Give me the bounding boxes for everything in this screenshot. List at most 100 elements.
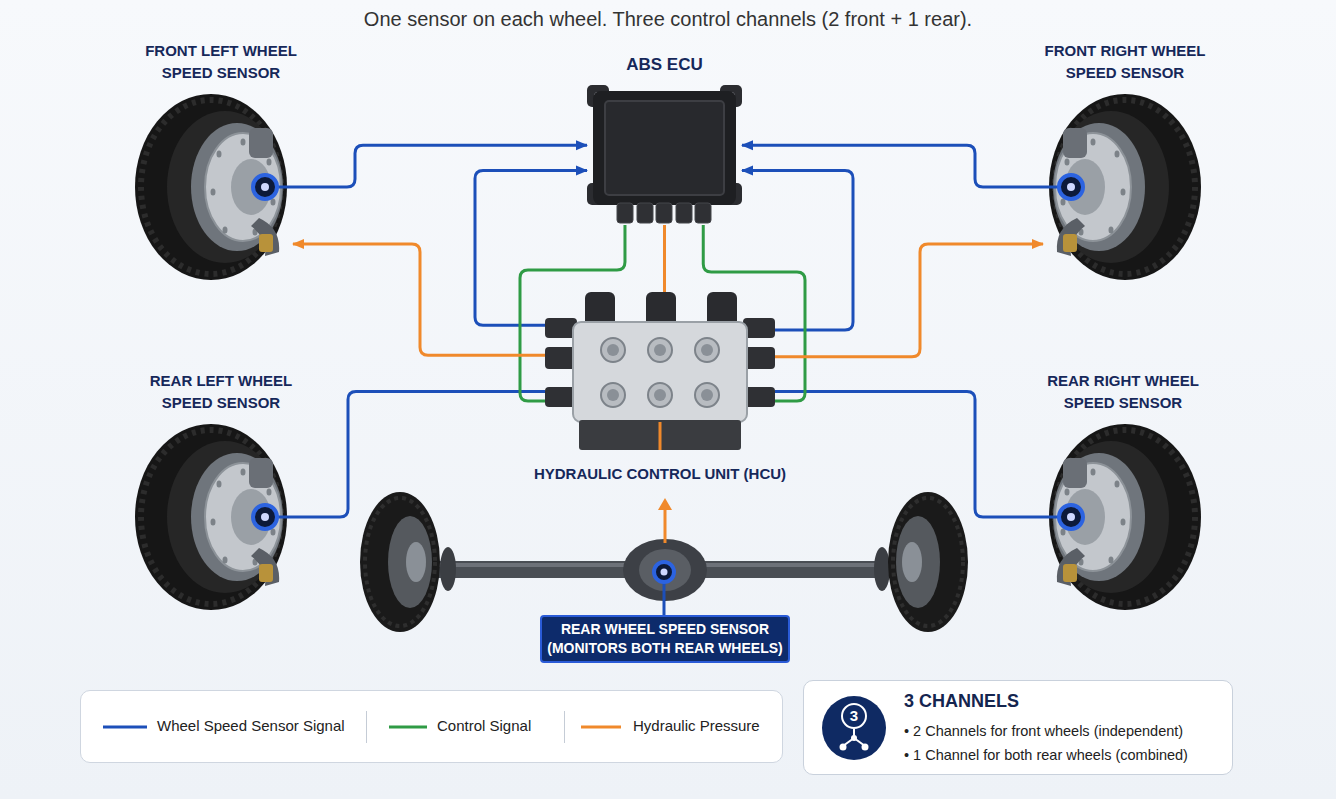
wheel-illustration xyxy=(133,422,293,612)
sensor-symbol xyxy=(654,562,674,582)
rotor-hole xyxy=(241,469,246,476)
hydraulic-line xyxy=(293,244,545,355)
sensor-symbol xyxy=(1059,505,1083,529)
rotor-hole xyxy=(1109,227,1114,234)
pressure-line xyxy=(659,422,662,450)
arrowhead xyxy=(658,498,672,510)
sensor-core xyxy=(661,569,668,576)
connector xyxy=(676,203,692,223)
icon-dot xyxy=(851,735,857,741)
caliper xyxy=(249,128,273,158)
tire xyxy=(135,94,287,280)
sensor-core xyxy=(1067,183,1075,191)
caliper xyxy=(1057,218,1085,256)
connector xyxy=(637,203,653,223)
rotor-hole xyxy=(211,519,216,526)
valve-core xyxy=(607,344,619,356)
rotor-hole xyxy=(1065,159,1070,166)
sidewall xyxy=(167,441,283,593)
bullet-text: • 2 Channels for front wheels (independe… xyxy=(904,723,1183,739)
icon-dot xyxy=(840,744,847,751)
sidewall xyxy=(1053,441,1169,593)
rotor-hole xyxy=(1061,199,1066,206)
hydraulic-line xyxy=(663,225,666,292)
info-heading: 3 CHANNELS xyxy=(904,691,1019,712)
legend-line xyxy=(389,726,427,729)
sensor-symbol xyxy=(1059,175,1083,199)
legend-text: Wheel Speed Sensor Signal xyxy=(157,717,345,734)
rotor-hole xyxy=(271,199,276,206)
rotor-hole xyxy=(267,489,272,496)
sidewall xyxy=(1053,111,1169,263)
connector xyxy=(695,203,711,223)
badge-disc xyxy=(822,696,886,760)
callout-box: REAR WHEEL SPEED SENSOR (MONITORS BOTH R… xyxy=(540,615,790,663)
rotor-hole xyxy=(1065,489,1070,496)
rotor-hole xyxy=(217,151,222,158)
rotor-hole xyxy=(211,189,216,196)
caliper xyxy=(251,218,279,256)
caliper-piston xyxy=(259,234,273,252)
icon-dot xyxy=(862,744,869,751)
caliper-piston xyxy=(1063,234,1077,252)
valve-core xyxy=(654,389,666,401)
sensor-signal-line xyxy=(775,392,1043,517)
valve-core xyxy=(654,344,666,356)
sensor-signal-line xyxy=(475,170,587,325)
wheel-label: FRONT LEFT WHEEL SPEED SENSOR xyxy=(131,40,311,84)
motor-block xyxy=(579,420,741,450)
pressure-line xyxy=(664,508,667,543)
wheel-label: REAR LEFT WHEEL SPEED SENSOR xyxy=(131,370,311,414)
ecu-illustration xyxy=(587,85,742,225)
caliper xyxy=(1063,458,1087,488)
diagram-title: One sensor on each wheel. Three control … xyxy=(0,8,1336,31)
sensor-signal-line xyxy=(742,170,853,330)
ecu-box: ABS ECU xyxy=(587,85,742,225)
rotor-hole xyxy=(1091,469,1096,476)
caliper xyxy=(1063,128,1087,158)
valve-port xyxy=(695,383,719,407)
sensor-symbol xyxy=(253,175,277,199)
wheel-group xyxy=(135,94,293,280)
sidewall xyxy=(167,111,283,263)
sensor-core xyxy=(261,513,269,521)
valve-core xyxy=(607,389,619,401)
hcu-block: HYDRAULIC CONTROL UNIT (HCU) xyxy=(545,292,775,450)
sensor-signal-line xyxy=(293,145,587,187)
rotor-hole xyxy=(1121,189,1126,196)
caliper-piston xyxy=(1063,564,1077,582)
valve-port xyxy=(648,338,672,362)
rear-rim xyxy=(896,516,940,608)
rear-hub xyxy=(406,542,426,582)
rotor-hole xyxy=(223,557,228,564)
legend-sample xyxy=(103,721,147,733)
tire xyxy=(1049,94,1201,280)
legend-box: Wheel Speed Sensor SignalControl SignalH… xyxy=(80,690,783,763)
legend-line xyxy=(103,726,147,729)
ecu-label: ABS ECU xyxy=(547,55,782,75)
caliper xyxy=(251,548,279,586)
legend-sample xyxy=(581,721,621,733)
wheel-node: FRONT RIGHT WHEEL SPEED SENSOR xyxy=(1043,92,1203,282)
rotor-hole xyxy=(217,481,222,488)
valve-block xyxy=(573,322,747,422)
sensor-symbol xyxy=(253,505,277,529)
rotor-hole xyxy=(271,529,276,536)
rotor-hole xyxy=(1115,151,1120,158)
wheel-node: FRONT LEFT WHEEL SPEED SENSOR xyxy=(133,92,293,282)
valve-port xyxy=(601,338,625,362)
rotor-hole xyxy=(223,227,228,234)
sensor-leader xyxy=(663,583,666,615)
tire-tread xyxy=(365,498,435,626)
rear-tire xyxy=(888,492,968,632)
number-badge: 3 xyxy=(822,696,886,760)
wheel-group xyxy=(135,424,293,610)
wheel-node: REAR RIGHT WHEEL SPEED SENSOR xyxy=(1043,422,1203,612)
wheel-label: REAR RIGHT WHEEL SPEED SENSOR xyxy=(1033,370,1213,414)
badge-circle xyxy=(822,696,886,760)
sensor-signal-line xyxy=(293,392,545,517)
rotor-hole xyxy=(1091,139,1096,146)
tire xyxy=(1049,424,1201,610)
ecu-body xyxy=(593,91,736,205)
legend-text: Hydraulic Pressure xyxy=(633,717,760,734)
